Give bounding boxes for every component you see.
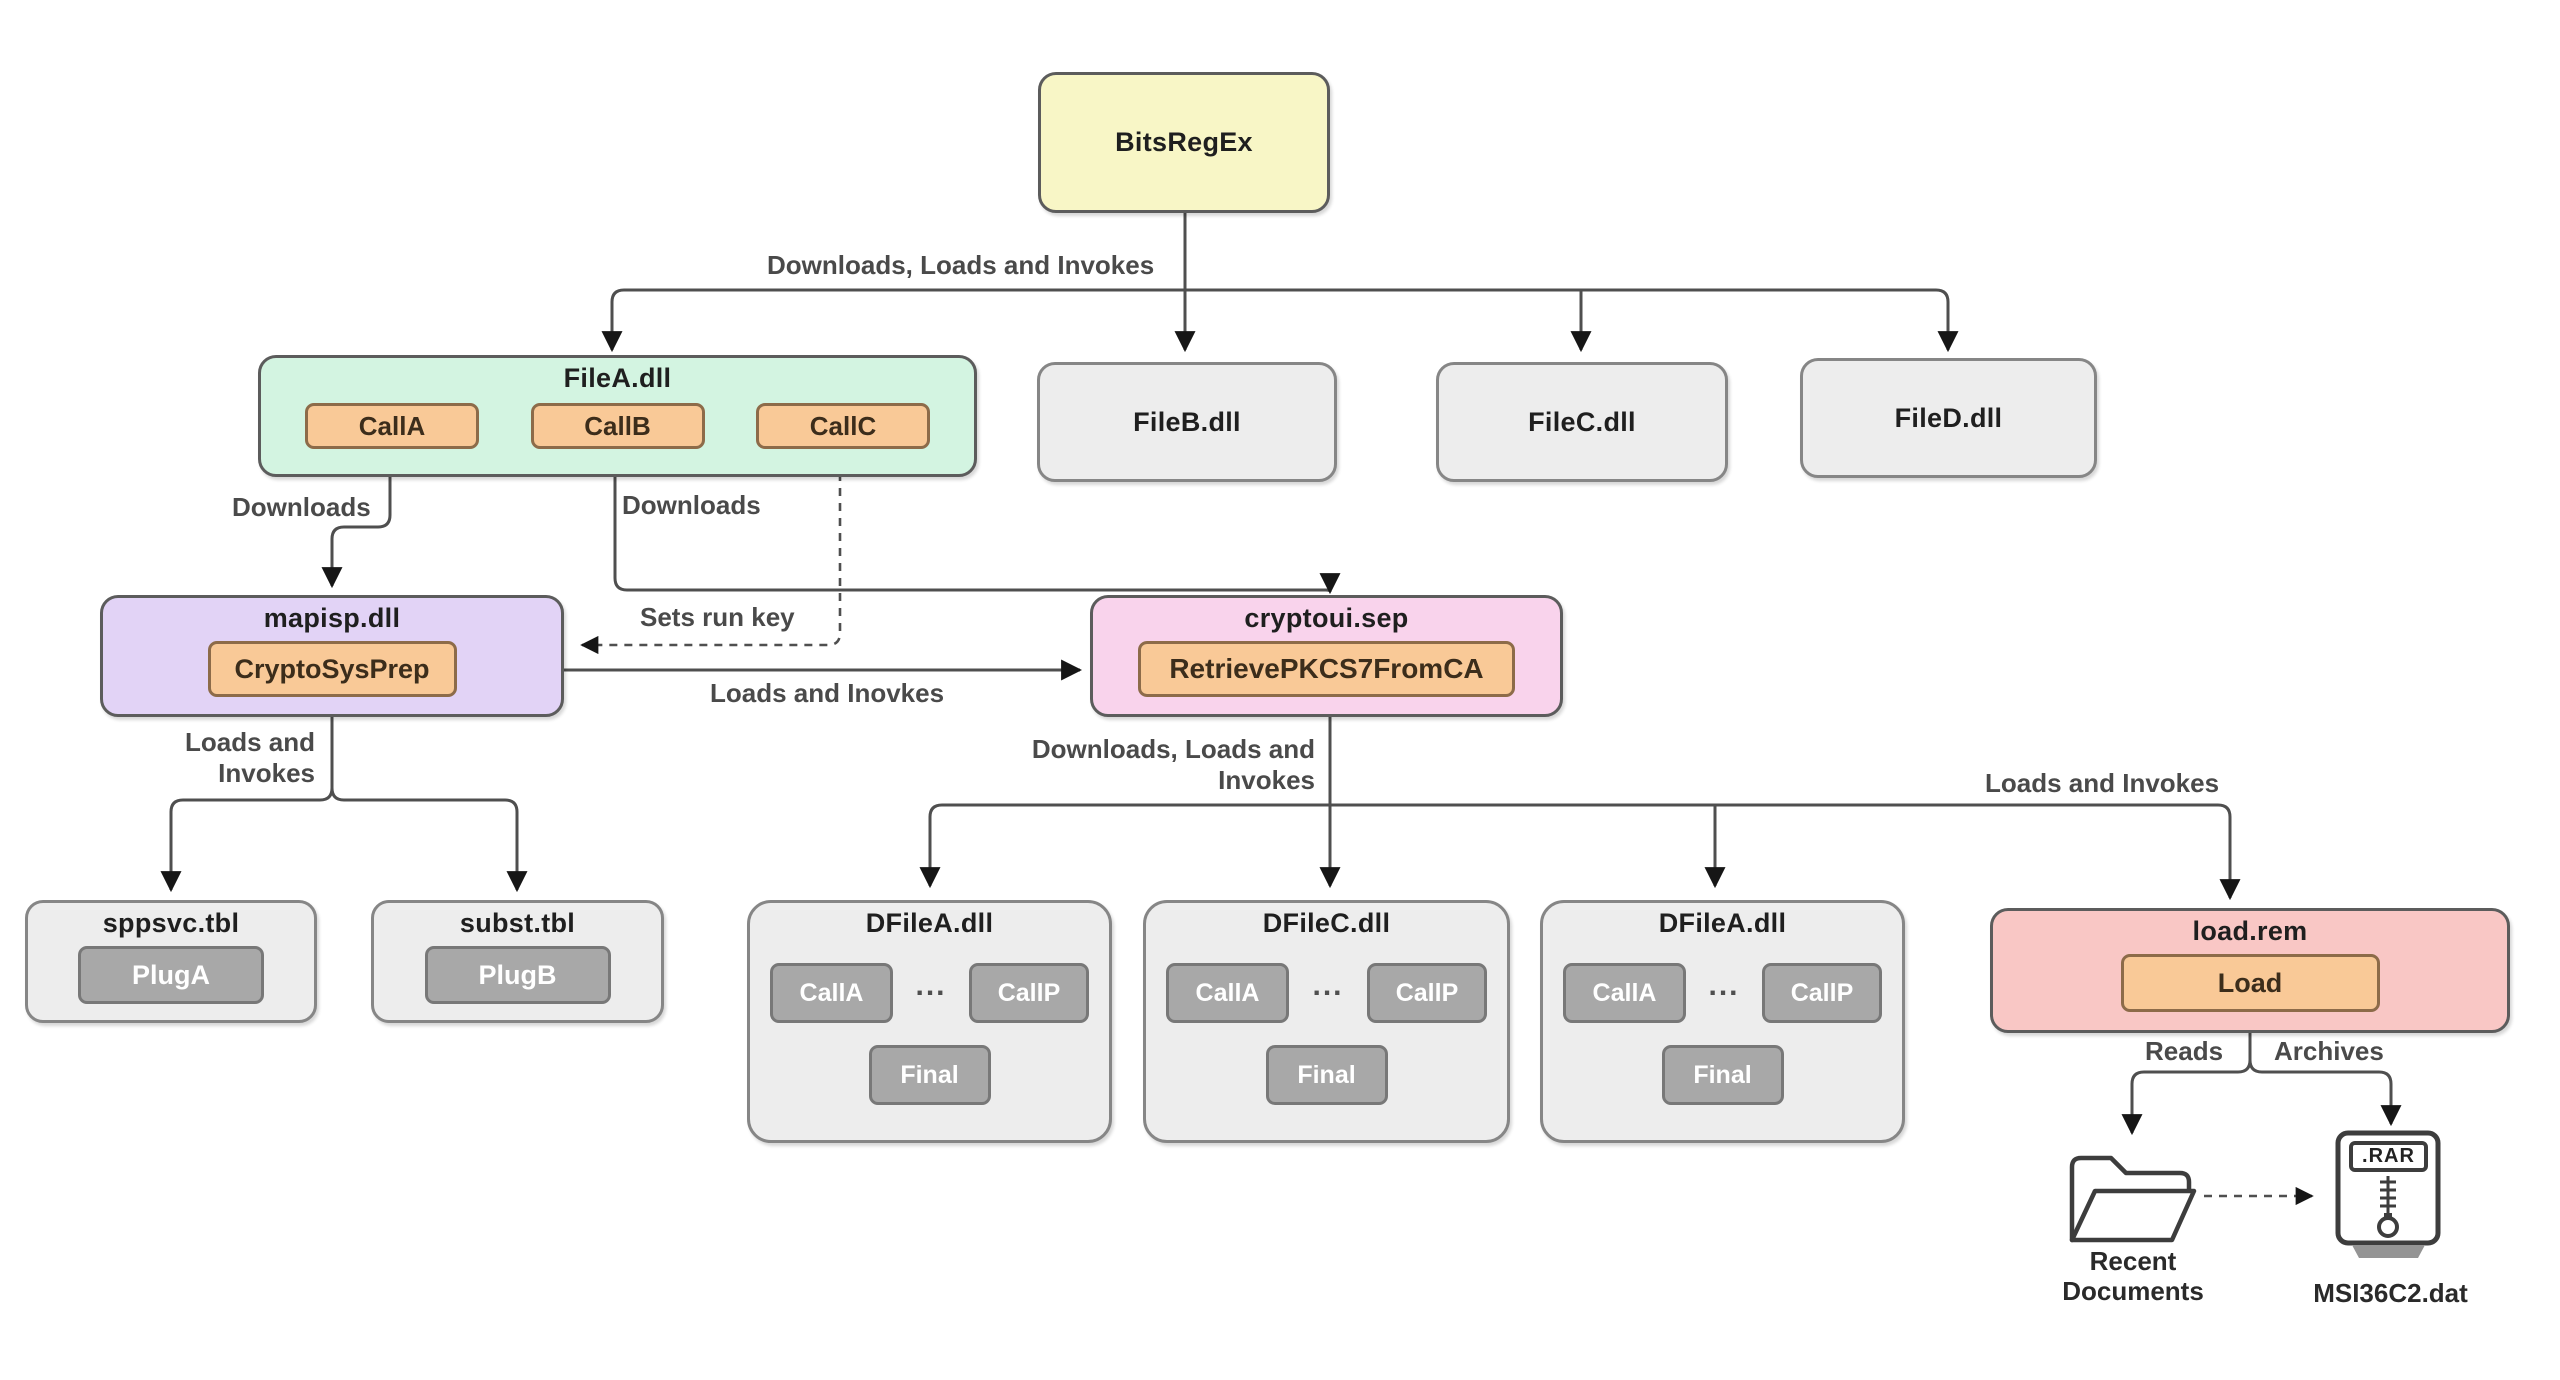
node-filec-title: FileC.dll [1528, 406, 1636, 437]
ellipsis: ... [915, 969, 947, 1002]
node-bitsregex: BitsRegEx [1038, 72, 1330, 213]
node-mapisp: mapisp.dll CryptoSysPrep [100, 595, 564, 717]
edge-label-downloads-a: Downloads [232, 492, 371, 522]
edge-callb-to-cryptoui [613, 458, 1341, 595]
node-dfilea-1: DFileA.dll CallA ... CallP Final [747, 900, 1112, 1143]
rar-file-label: MSI36C2.dat [2313, 1278, 2468, 1308]
node-subst: subst.tbl PlugB [371, 900, 664, 1023]
node-dfilec-final: Final [1265, 1045, 1388, 1105]
recent-documents-folder-icon [2069, 1155, 2197, 1243]
edge-load-reads [2121, 1059, 2252, 1136]
node-dfilea-1-title: DFileA.dll [865, 908, 994, 938]
node-mapisp-cryptosysprep: CryptoSysPrep [207, 641, 457, 697]
ellipsis: ... [1312, 969, 1344, 1002]
node-mapisp-title: mapisp.dll [263, 603, 401, 633]
edge-bottom-distribution [919, 803, 2241, 901]
edge-label-mapisp-loads-invokes: Loads and Invokes [110, 727, 315, 788]
edge-top-distribution [601, 288, 1959, 353]
node-dfilea-2-title: DFileA.dll [1658, 908, 1787, 938]
edge-load-archives [2248, 1059, 2402, 1127]
node-sppsvc: sppsvc.tbl PlugA [25, 900, 317, 1023]
node-loadrem-title: load.rem [2192, 916, 2308, 946]
edge-label-reads: Reads [2145, 1036, 2224, 1066]
node-dfilec-callp: CallP [1366, 963, 1487, 1023]
edge-label-loads-and-invokes-right: Loads and Invokes [1985, 768, 2220, 798]
edge-mapisp-to-subst [330, 787, 528, 893]
edge-label-downloads-loads-invokes-top: Downloads, Loads and Invokes [767, 250, 1155, 280]
node-dfilec-title: DFileC.dll [1262, 908, 1391, 938]
node-cryptoui-title: cryptoui.sep [1244, 603, 1409, 633]
node-dfilea-2: DFileA.dll CallA ... CallP Final [1540, 900, 1905, 1143]
node-dfilea-2-final: Final [1661, 1045, 1784, 1105]
edge-label-archives: Archives [2274, 1036, 2384, 1066]
node-dfilec: DFileC.dll CallA ... CallP Final [1143, 900, 1510, 1143]
node-filea-callc: CallC [756, 403, 930, 449]
node-filec: FileC.dll [1436, 362, 1728, 482]
node-dfilea-1-calls: CallA ... CallP [750, 939, 1109, 1023]
rar-icon-zipper-pull [2377, 1216, 2399, 1238]
node-dfilea-2-calls: CallA ... CallP [1543, 939, 1902, 1023]
node-dfilec-calla: CallA [1166, 963, 1289, 1023]
node-dfilea-2-calla: CallA [1563, 963, 1686, 1023]
edge-calla-to-mapisp [321, 458, 392, 589]
node-dfilea-2-callp: CallP [1761, 963, 1882, 1023]
node-bitsregex-title: BitsRegEx [1115, 127, 1253, 157]
node-cryptoui: cryptoui.sep RetrievePKCS7FromCA [1090, 595, 1563, 717]
rar-badge: .RAR [2349, 1141, 2428, 1172]
rar-icon-zipper [2380, 1176, 2396, 1214]
edge-callc-sets-run-key [580, 458, 842, 655]
edge-label-cryptoui-downloads-loads-invokes: Downloads, Loads and Invokes [1010, 734, 1315, 795]
node-filea-calls: CallA CallB CallC [261, 394, 974, 449]
edge-label-line2: Invokes [218, 757, 315, 788]
edge-label-line1: Downloads, Loads and [1031, 734, 1315, 764]
node-sppsvc-title: sppsvc.tbl [102, 908, 240, 938]
node-subst-title: subst.tbl [459, 908, 576, 938]
node-loadrem-load: Load [2120, 954, 2380, 1012]
node-loadrem: load.rem Load [1990, 908, 2510, 1033]
rar-icon-base [2352, 1245, 2425, 1258]
edge-label-line2: Invokes [1218, 764, 1315, 795]
node-filed-title: FileD.dll [1894, 402, 2003, 433]
node-fileb: FileB.dll [1037, 362, 1337, 482]
edge-mapisp-to-sppsvc [160, 787, 334, 893]
node-sppsvc-pluga: PlugA [78, 946, 264, 1004]
node-dfilea-1-calla: CallA [770, 963, 893, 1023]
edge-label-line1: Loads and [184, 727, 315, 757]
node-fileb-title: FileB.dll [1133, 406, 1241, 437]
node-dfilea-1-callp: CallP [968, 963, 1089, 1023]
node-dfilec-calls: CallA ... CallP [1146, 939, 1507, 1023]
node-filea-calla: CallA [305, 403, 479, 449]
node-subst-plugb: PlugB [424, 946, 611, 1004]
recent-documents-label: Recent Documents [2038, 1246, 2228, 1307]
recent-documents-label-line1: Recent [2089, 1246, 2177, 1276]
node-dfilea-1-final: Final [868, 1045, 991, 1105]
node-filea-callb: CallB [530, 403, 705, 449]
edge-label-sets-run-key: Sets run key [640, 602, 795, 632]
ellipsis: ... [1708, 969, 1740, 1002]
node-filea: FileA.dll CallA CallB CallC [258, 355, 977, 477]
edge-label-downloads-b: Downloads [622, 490, 761, 520]
node-cryptoui-retrievepkcs7fromca: RetrievePKCS7FromCA [1138, 641, 1515, 697]
node-filed: FileD.dll [1800, 358, 2097, 478]
recent-documents-label-line2: Documents [2062, 1275, 2204, 1306]
edge-label-loads-and-inovkes: Loads and Inovkes [710, 678, 945, 708]
node-filea-title: FileA.dll [563, 363, 672, 393]
